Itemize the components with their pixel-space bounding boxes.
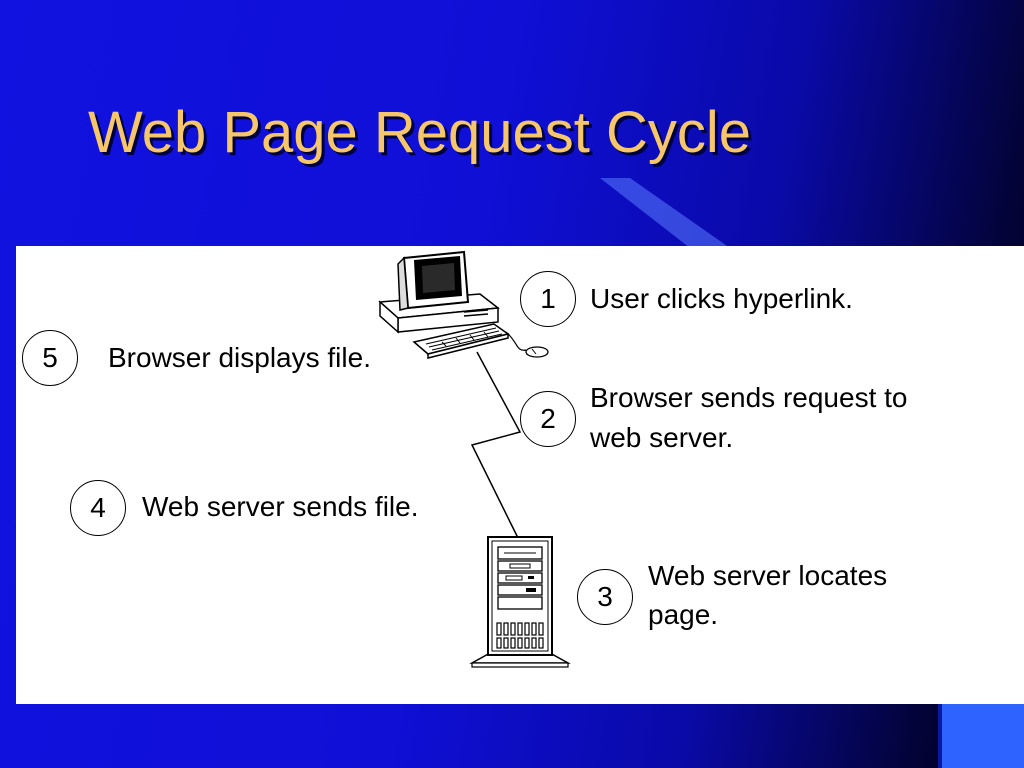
desktop-computer-icon xyxy=(378,250,549,359)
step-5-number-circle: 5 xyxy=(22,330,78,386)
slide-title: Web Page Request Cycle xyxy=(88,100,752,165)
step-5-label: Browser displays file. xyxy=(108,342,371,373)
step-3-label-line2: page. xyxy=(648,599,719,630)
server-tower-icon xyxy=(469,536,571,668)
network-connection-line xyxy=(470,351,522,539)
step-1-number-circle: 1 xyxy=(520,271,576,327)
step-2-label-line2: web server. xyxy=(590,422,734,453)
step-2-number-circle: 2 xyxy=(520,391,576,447)
step-3-number-circle: 3 xyxy=(577,569,633,625)
background-light-beam xyxy=(600,178,730,248)
step-2-label-line1: Browser sends request to xyxy=(590,382,908,413)
step-4-number-circle: 4 xyxy=(70,480,126,536)
step-3-label-line1: Web server locates xyxy=(648,560,888,591)
step-1-label: User clicks hyperlink. xyxy=(590,283,853,314)
step-4-label: Web server sends file. xyxy=(142,491,419,522)
decorative-corner-square xyxy=(938,704,1024,768)
